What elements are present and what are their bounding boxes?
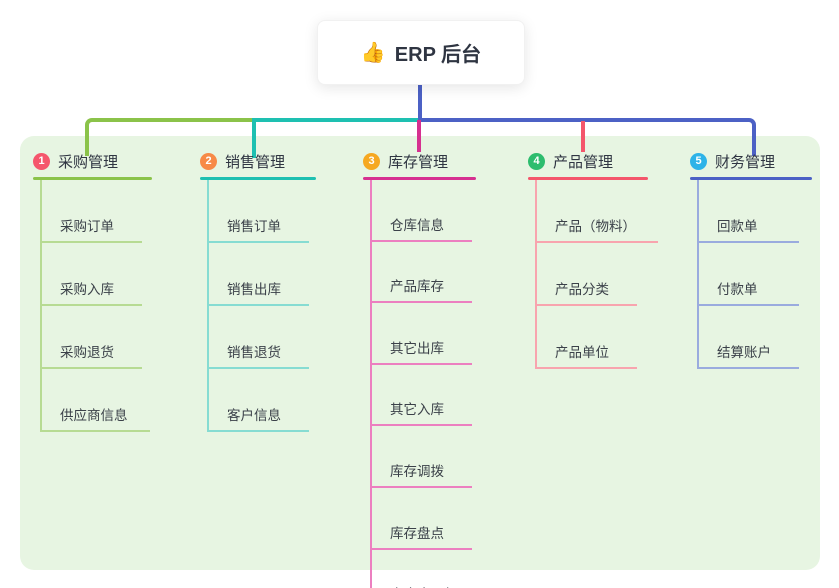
- branch-item[interactable]: 客户信息: [209, 369, 309, 432]
- branch-item[interactable]: 销售出库: [209, 243, 309, 306]
- branch-label: 产品管理: [553, 153, 614, 171]
- branch-item-label: 客户信息: [227, 408, 281, 423]
- branch-label: 财务管理: [715, 153, 776, 171]
- branch-number-badge: 4: [528, 152, 545, 170]
- branch-underline: [33, 177, 152, 180]
- branch-item-label: 供应商信息: [60, 408, 128, 423]
- branch-number-badge: 2: [200, 152, 217, 170]
- branch-item[interactable]: 产品（物料）: [537, 180, 658, 243]
- branch-items: 回款单付款单结算账户: [697, 180, 812, 369]
- branch-item[interactable]: 仓库信息: [372, 180, 472, 242]
- branch-item[interactable]: 出库库明细: [372, 550, 480, 588]
- branch-item-label: 其它出库: [390, 340, 444, 356]
- branch-item[interactable]: 产品分类: [537, 243, 637, 306]
- branch: 4 产品管理 产品（物料） 产品分类产品单位: [528, 148, 658, 369]
- branch-label: 采购管理: [58, 153, 119, 171]
- branch: 5 财务管理 回款单付款单结算账户: [690, 148, 812, 369]
- connector-branch-2: [252, 118, 422, 158]
- connector-branch-3: [417, 120, 421, 152]
- branch-item-label: 产品分类: [555, 282, 609, 297]
- branch-item[interactable]: 采购订单: [42, 180, 142, 243]
- branch-item-label: 采购退货: [60, 345, 114, 360]
- branch-item-label: 库存调拨: [390, 463, 444, 479]
- branch-number-badge: 3: [363, 152, 380, 170]
- branch-item[interactable]: 采购入库: [42, 243, 142, 306]
- branch-item[interactable]: 付款单: [699, 243, 799, 306]
- branch: 1 采购管理 采购订单采购入库采购退货供应商信息: [33, 148, 152, 432]
- branch-item-label: 库存盘点: [390, 525, 444, 541]
- branch-item-label: 采购入库: [60, 282, 114, 297]
- branch-item[interactable]: 回款单: [699, 180, 799, 243]
- branch-items: 仓库信息产品库存其它出库其它入库库存调拨库存盘点出库库明细: [370, 180, 476, 588]
- branch-item[interactable]: 供应商信息: [42, 369, 150, 432]
- branch-items: 采购订单采购入库采购退货供应商信息: [40, 180, 152, 432]
- root-connector-line: [418, 83, 422, 120]
- branch-items: 产品（物料） 产品分类产品单位: [535, 180, 658, 369]
- branch-label: 库存管理: [388, 153, 449, 171]
- thumbs-up-icon: 👍: [360, 41, 386, 64]
- branch-item-label: 采购订单: [60, 219, 114, 234]
- branch-node[interactable]: 5 财务管理: [690, 148, 812, 174]
- branch-item[interactable]: 采购退货: [42, 306, 142, 369]
- branch-item[interactable]: 其它入库: [372, 365, 472, 427]
- branch-number-badge: 1: [33, 152, 50, 170]
- branch-item-label: 销售订单: [227, 219, 281, 234]
- branch-label: 销售管理: [225, 153, 286, 171]
- branch-item[interactable]: 库存调拨: [372, 426, 472, 488]
- connector-branch-4: [581, 121, 585, 152]
- branch-underline: [363, 177, 476, 180]
- branch-item[interactable]: 库存盘点: [372, 488, 472, 550]
- branch-item-label: 其它入库: [390, 402, 444, 418]
- root-node[interactable]: 👍 ERP 后台: [317, 20, 525, 85]
- branch-item-label: 产品单位: [555, 345, 609, 360]
- branch-number-badge: 5: [690, 152, 707, 170]
- branch-underline: [200, 177, 316, 180]
- branch-item[interactable]: 结算账户: [699, 306, 799, 369]
- branch-node[interactable]: 2 销售管理: [200, 148, 316, 174]
- branch-underline: [528, 177, 648, 180]
- branch-item-label: 销售退货: [227, 345, 281, 360]
- branch-item[interactable]: 产品单位: [537, 306, 637, 369]
- root-node-label: ERP 后台: [394, 44, 482, 66]
- branch-item[interactable]: 产品库存: [372, 242, 472, 304]
- branch-items: 销售订单销售出库销售退货客户信息: [207, 180, 316, 432]
- connector-branch-1: [85, 118, 256, 156]
- connector-branch-5: [418, 118, 756, 156]
- branch: 3 库存管理 仓库信息产品库存其它出库其它入库库存调拨库存盘点出库库明细: [363, 148, 476, 588]
- branch-item[interactable]: 销售订单: [209, 180, 309, 243]
- branch-item-label: 付款单: [717, 282, 758, 297]
- branch-node[interactable]: 3 库存管理: [363, 148, 476, 174]
- branch-underline: [690, 177, 812, 180]
- branch-item-label: 结算账户: [717, 345, 771, 360]
- branch-item-label: 仓库信息: [390, 217, 444, 233]
- branch-item-label: 出库库明细: [390, 583, 458, 588]
- branch-item[interactable]: 其它出库: [372, 303, 472, 365]
- branches-panel: [20, 136, 820, 570]
- branch-node[interactable]: 4 产品管理: [528, 148, 648, 174]
- branch: 2 销售管理 销售订单销售出库销售退货客户信息: [200, 148, 316, 432]
- branch-item-label: 回款单: [717, 219, 758, 234]
- branch-item-label: 产品库存: [390, 279, 444, 295]
- branch-item-label: 产品（物料）: [555, 219, 636, 234]
- branch-node[interactable]: 1 采购管理: [33, 148, 152, 174]
- branch-item[interactable]: 销售退货: [209, 306, 309, 369]
- branch-item-label: 销售出库: [227, 282, 281, 297]
